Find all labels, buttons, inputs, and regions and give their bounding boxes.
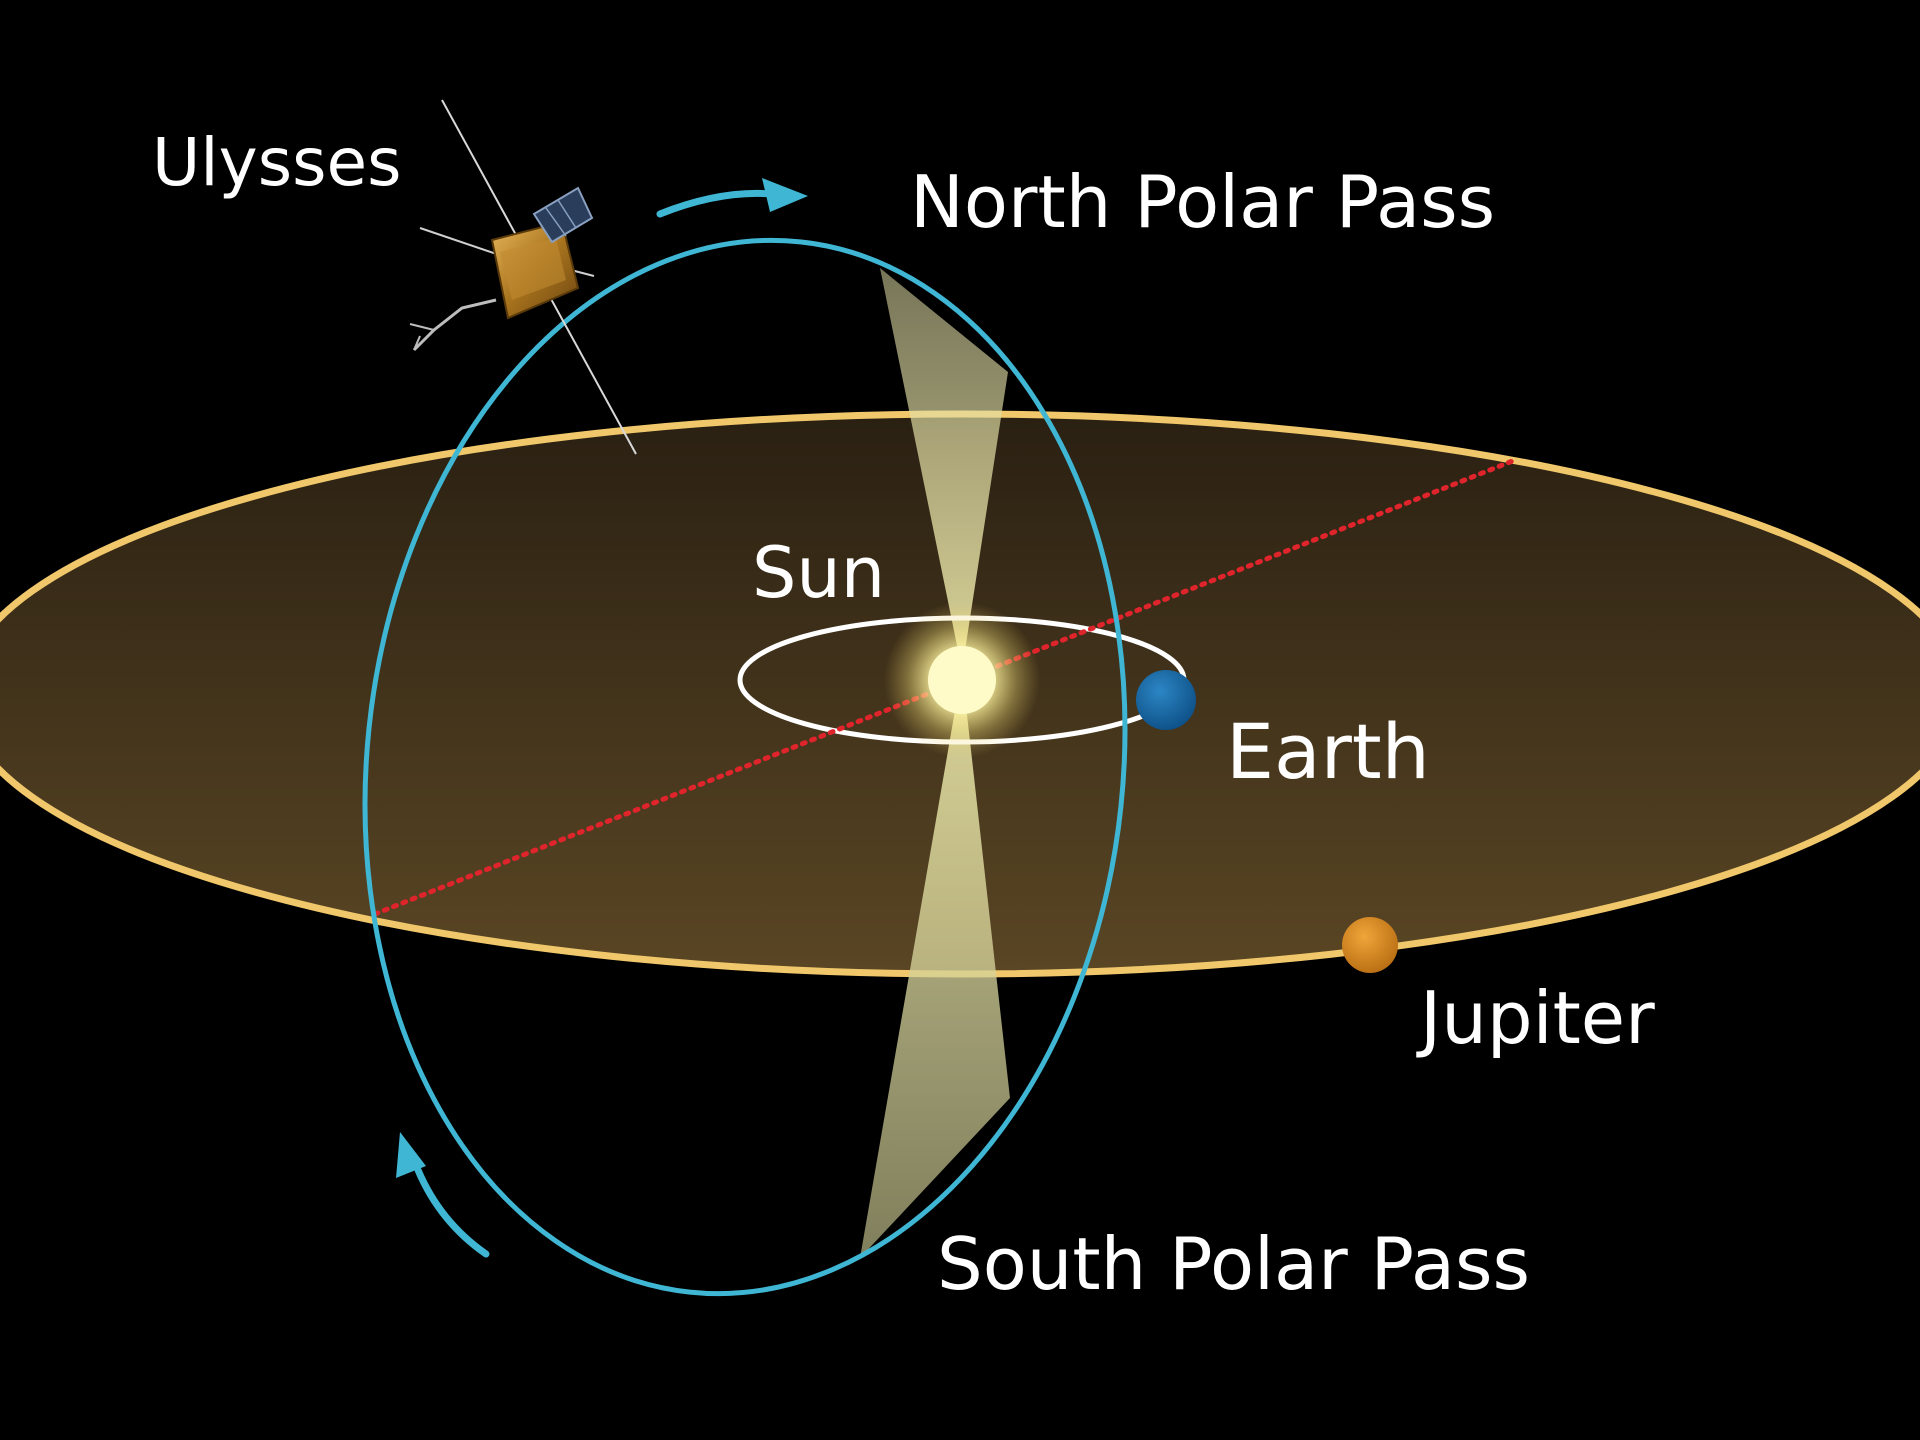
sun xyxy=(928,646,996,714)
north-polar-cone xyxy=(880,268,1008,670)
earth-planet xyxy=(1136,670,1196,730)
south-polar-cone xyxy=(860,670,1010,1258)
south-polar-pass-label: South Polar Pass xyxy=(937,1222,1530,1306)
direction-arrow-icon xyxy=(396,1132,490,1258)
jupiter-planet xyxy=(1342,917,1398,973)
earth-label: Earth xyxy=(1226,707,1430,796)
ulysses-label: Ulysses xyxy=(152,124,402,201)
direction-arrow-icon xyxy=(656,178,808,218)
jupiter-label: Jupiter xyxy=(1420,976,1655,1060)
ulysses-spacecraft-icon xyxy=(409,99,637,455)
sun-label: Sun xyxy=(752,532,886,614)
ulysses-orbit xyxy=(362,237,1128,1297)
north-polar-pass-label: North Polar Pass xyxy=(910,160,1496,244)
